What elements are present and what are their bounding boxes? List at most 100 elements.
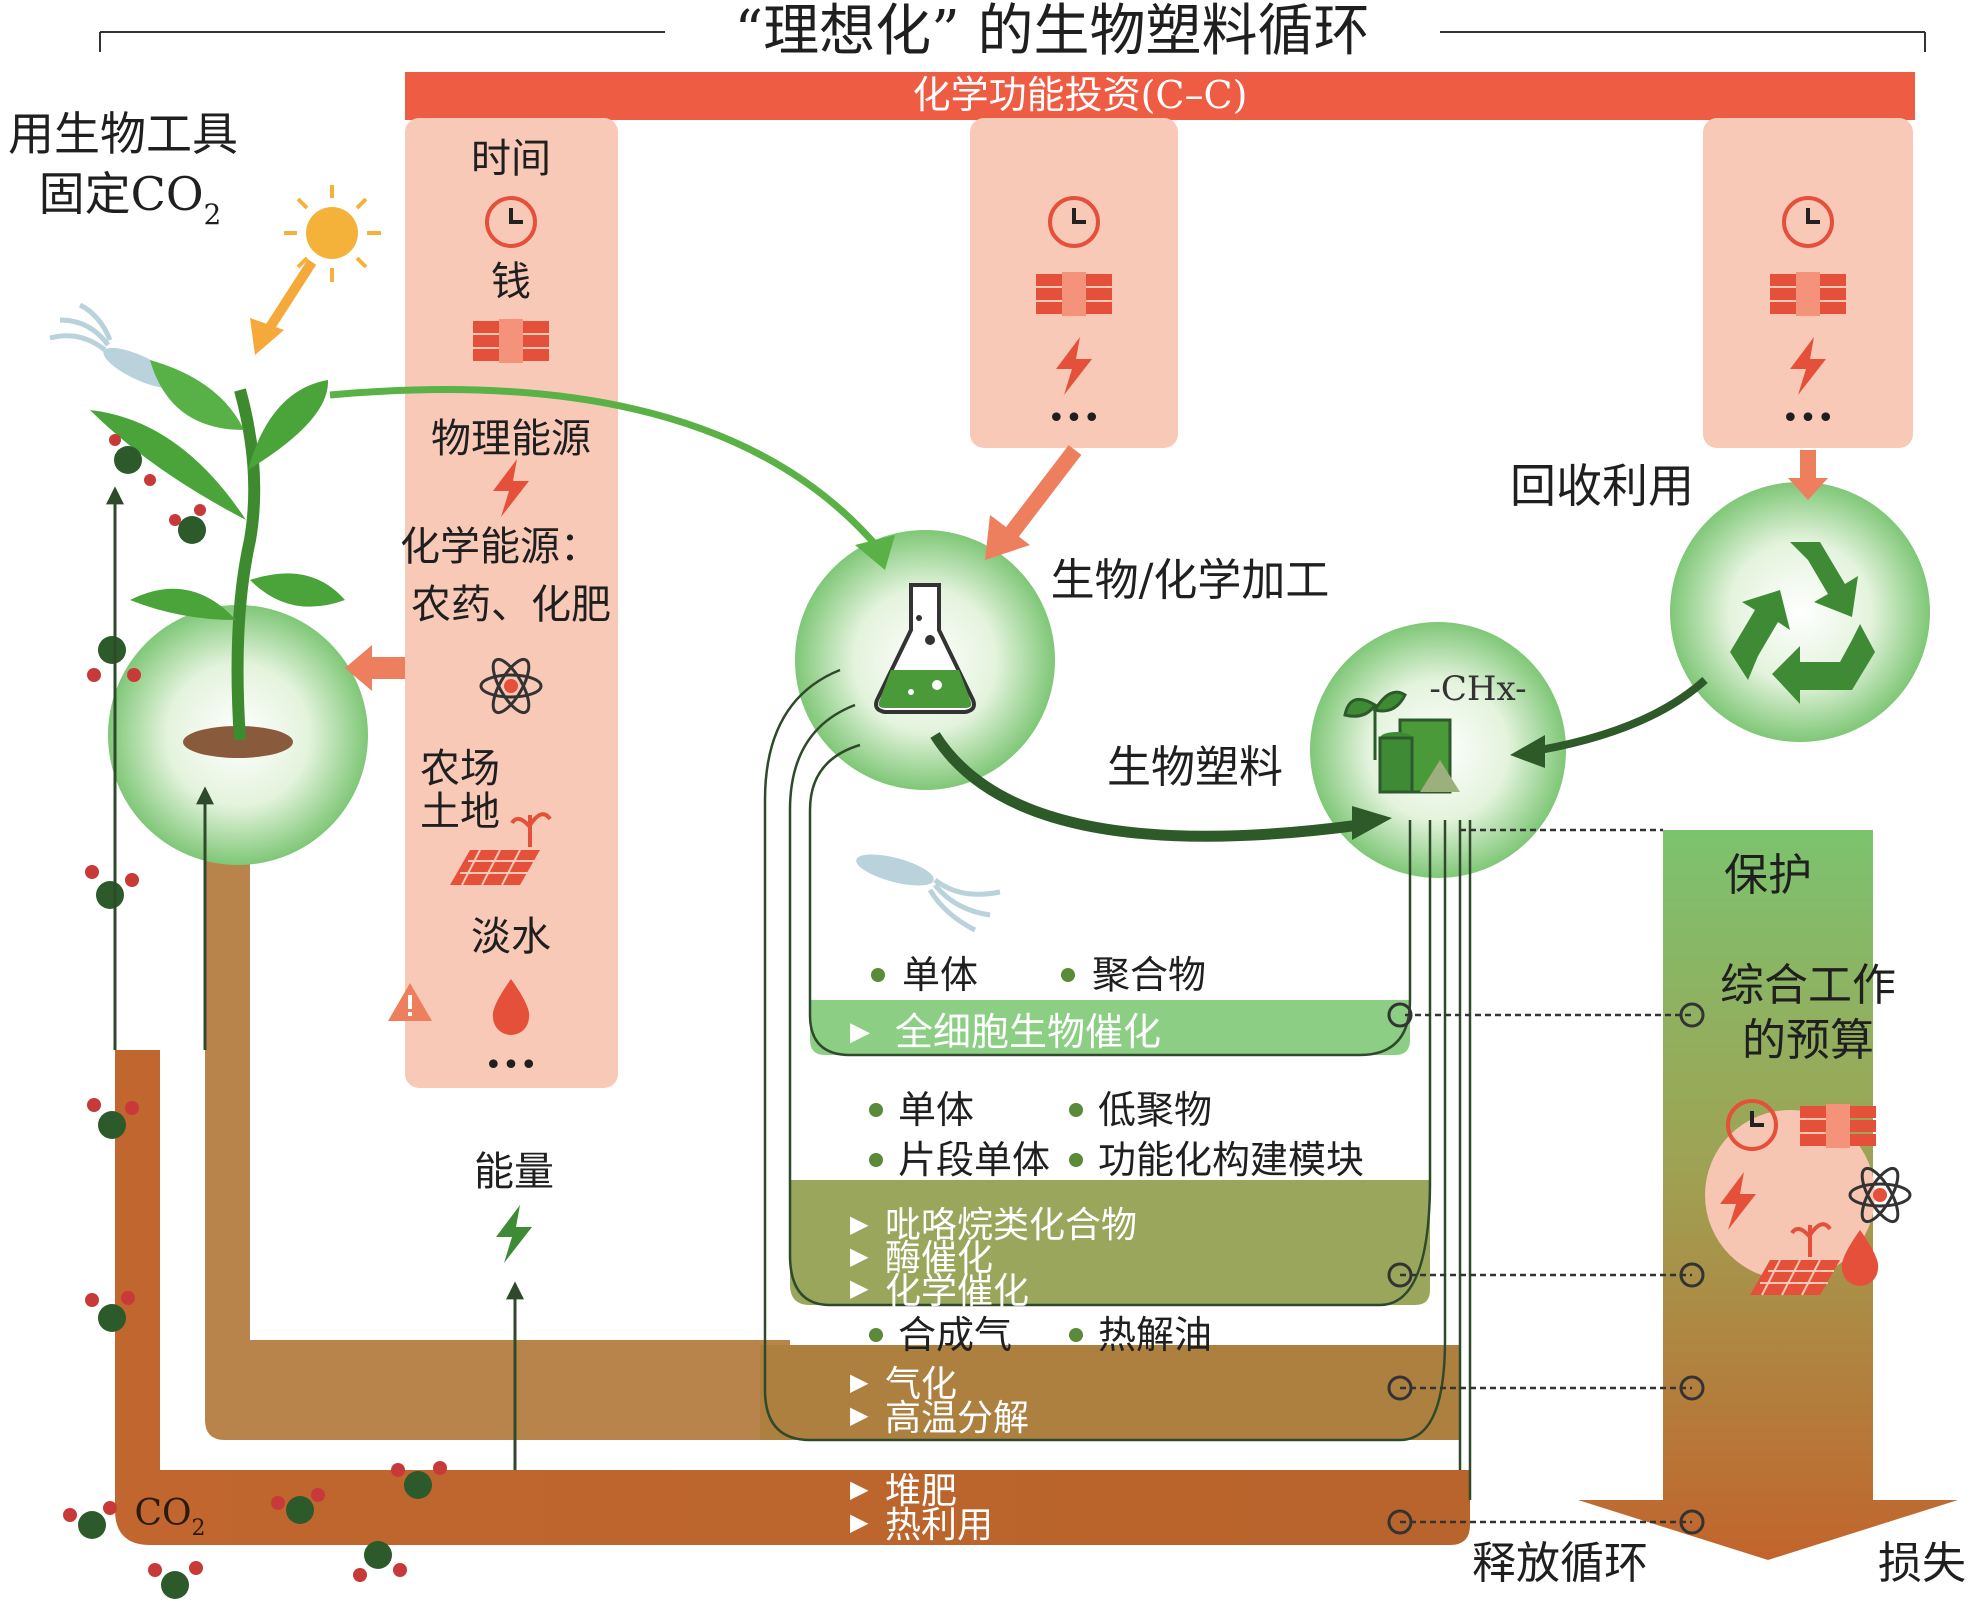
money-stack-icon: [1800, 1104, 1876, 1148]
investment-bar-label: 化学功能投资(C–C): [913, 73, 1248, 117]
band-syngas-strip: [790, 1305, 1460, 1345]
loss-label: 损失: [1878, 1538, 1966, 1589]
fix-co2-line1: 用生物工具: [8, 107, 238, 161]
microbe-icon: [856, 854, 1001, 933]
warning-icon: [388, 983, 432, 1021]
recycle-icon: [1730, 542, 1875, 704]
input-farmland-label-1: 农场: [420, 746, 500, 792]
band-enzymatic: [790, 1180, 1430, 1305]
input-chemical-energy-label: 化学能源：: [400, 524, 600, 570]
bullet-dot: [1069, 1103, 1083, 1117]
left-panel-to-plant-arrowhead: [345, 645, 372, 691]
return-flow-lines: [763, 668, 1472, 1500]
recycling-label: 回收利用: [1510, 459, 1694, 513]
money-stack-icon: [1770, 272, 1846, 316]
band3-process-arrow: ▶: [850, 1368, 869, 1396]
processing-to-bioplastic-arrowhead: [1352, 806, 1392, 840]
fix-co2-line2: 固定CO2: [39, 167, 222, 231]
bullet-dot: [871, 968, 885, 982]
money-stack-icon: [473, 319, 549, 363]
band3-process-2: 高温分解: [885, 1398, 1029, 1439]
band3-process-arrow: ▶: [850, 1401, 869, 1429]
plant-to-processing-arrowhead: [855, 535, 895, 570]
band3-bullet-pyrolysis-oil: 热解油: [1098, 1313, 1212, 1357]
clock-icon: [485, 196, 537, 248]
band2-process-3: 化学催化: [885, 1271, 1029, 1312]
connector-nodes: [1387, 1002, 1705, 1535]
band-composting: [115, 1050, 1470, 1545]
recycling-sphere: [1670, 482, 1930, 742]
water-drop-icon: [492, 979, 530, 1035]
lightning-icon: [493, 459, 529, 517]
input-physical-energy-label: 物理能源: [431, 416, 591, 462]
band2-bullet-monomer: 单体: [898, 1088, 974, 1132]
water-drop-icon: [1841, 1230, 1879, 1286]
input-panel-left: [405, 118, 618, 1088]
title-bracket: [99, 31, 1926, 52]
band4-process-arrow: ▶: [850, 1508, 869, 1536]
budget-label-2: 的预算: [1742, 1015, 1874, 1066]
recycle-to-bioplastic-arrow: [1539, 677, 1708, 754]
band2-bullet-oligomer: 低聚物: [1098, 1088, 1212, 1132]
band4-process-1: 堆肥: [885, 1471, 957, 1512]
co2-bottom-label: CO2: [134, 1493, 205, 1541]
budget-circle: [1705, 1110, 1875, 1280]
lightning-icon: [1720, 1172, 1756, 1230]
investment-bar: [405, 72, 1915, 120]
band2-bullet-fragment: 片段单体: [898, 1138, 1050, 1182]
clock-icon: [1726, 1099, 1778, 1151]
band2-process-2: 酶催化: [885, 1238, 993, 1279]
band1-bullet-polymer: 聚合物: [1092, 953, 1206, 997]
plant-to-processing-arrow: [329, 386, 883, 553]
right-panel-ellipsis: •••: [1781, 401, 1834, 436]
band-whole-cell: [810, 1000, 1410, 1055]
right-panel-to-recycle-arrowhead: [1788, 478, 1828, 500]
input-ellipsis: •••: [484, 1048, 537, 1083]
bullet-dot: [1061, 968, 1075, 982]
band2-process-arrow: ▶: [850, 1274, 869, 1302]
band3-process-1: 气化: [885, 1364, 957, 1405]
bioplastic-label: 生物塑料: [1107, 742, 1283, 793]
release-cycle-label: 释放循环: [1472, 1538, 1648, 1589]
sun-icon: [250, 185, 381, 355]
band1-process: 全细胞生物催化: [895, 1010, 1161, 1054]
band-oligomer-strip: [790, 1055, 1430, 1180]
bullet-dot: [869, 1103, 883, 1117]
input-farmland-label-2: 土地: [420, 789, 500, 835]
chx-label: -CHx-: [1429, 669, 1526, 709]
input-chemical-energy-items: 农药、化肥: [411, 582, 611, 628]
budget-label-1: 综合工作: [1720, 960, 1896, 1011]
budget-icons: [1720, 1099, 1912, 1296]
energy-label: 能量: [474, 1149, 554, 1195]
lightning-icon: [1056, 337, 1092, 395]
diagram-title: “理想化” 的生物塑料循环: [734, 0, 1369, 64]
protect-label: 保护: [1724, 850, 1812, 901]
atom-icon: [479, 657, 543, 715]
flask-icon: [874, 583, 976, 714]
bullet-dot: [1069, 1153, 1083, 1167]
processing-label: 生物/化学加工: [1051, 555, 1330, 606]
input-time-label: 时间: [471, 136, 551, 182]
band4-process-2: 热利用: [885, 1505, 993, 1546]
clock-icon: [1782, 196, 1834, 248]
plant-icon: [90, 360, 345, 758]
loss-dashed-connectors: [1400, 828, 1692, 1524]
band-gasification-body: [760, 1345, 1460, 1440]
farmland-icon: [450, 812, 552, 886]
bullet-dot: [869, 1153, 883, 1167]
processing-to-bioplastic-arrow: [930, 732, 1361, 842]
clock-icon: [1048, 196, 1100, 248]
band2-bullet-building-block: 功能化构建模块: [1098, 1138, 1364, 1182]
atom-icon: [1848, 1166, 1912, 1224]
band1-process-arrow: ▶: [850, 1017, 870, 1047]
mid-panel-to-processing-arrowhead: [985, 515, 1030, 560]
band2-process-arrow: ▶: [850, 1210, 869, 1238]
band4-process-arrow: ▶: [850, 1475, 869, 1503]
mid-panel-ellipsis: •••: [1047, 401, 1100, 436]
co2-molecules: [63, 636, 447, 1599]
energy-lightning-icon: [496, 1205, 532, 1263]
input-money-label: 钱: [491, 259, 531, 305]
band2-process-1: 吡咯烷类化合物: [885, 1205, 1137, 1246]
